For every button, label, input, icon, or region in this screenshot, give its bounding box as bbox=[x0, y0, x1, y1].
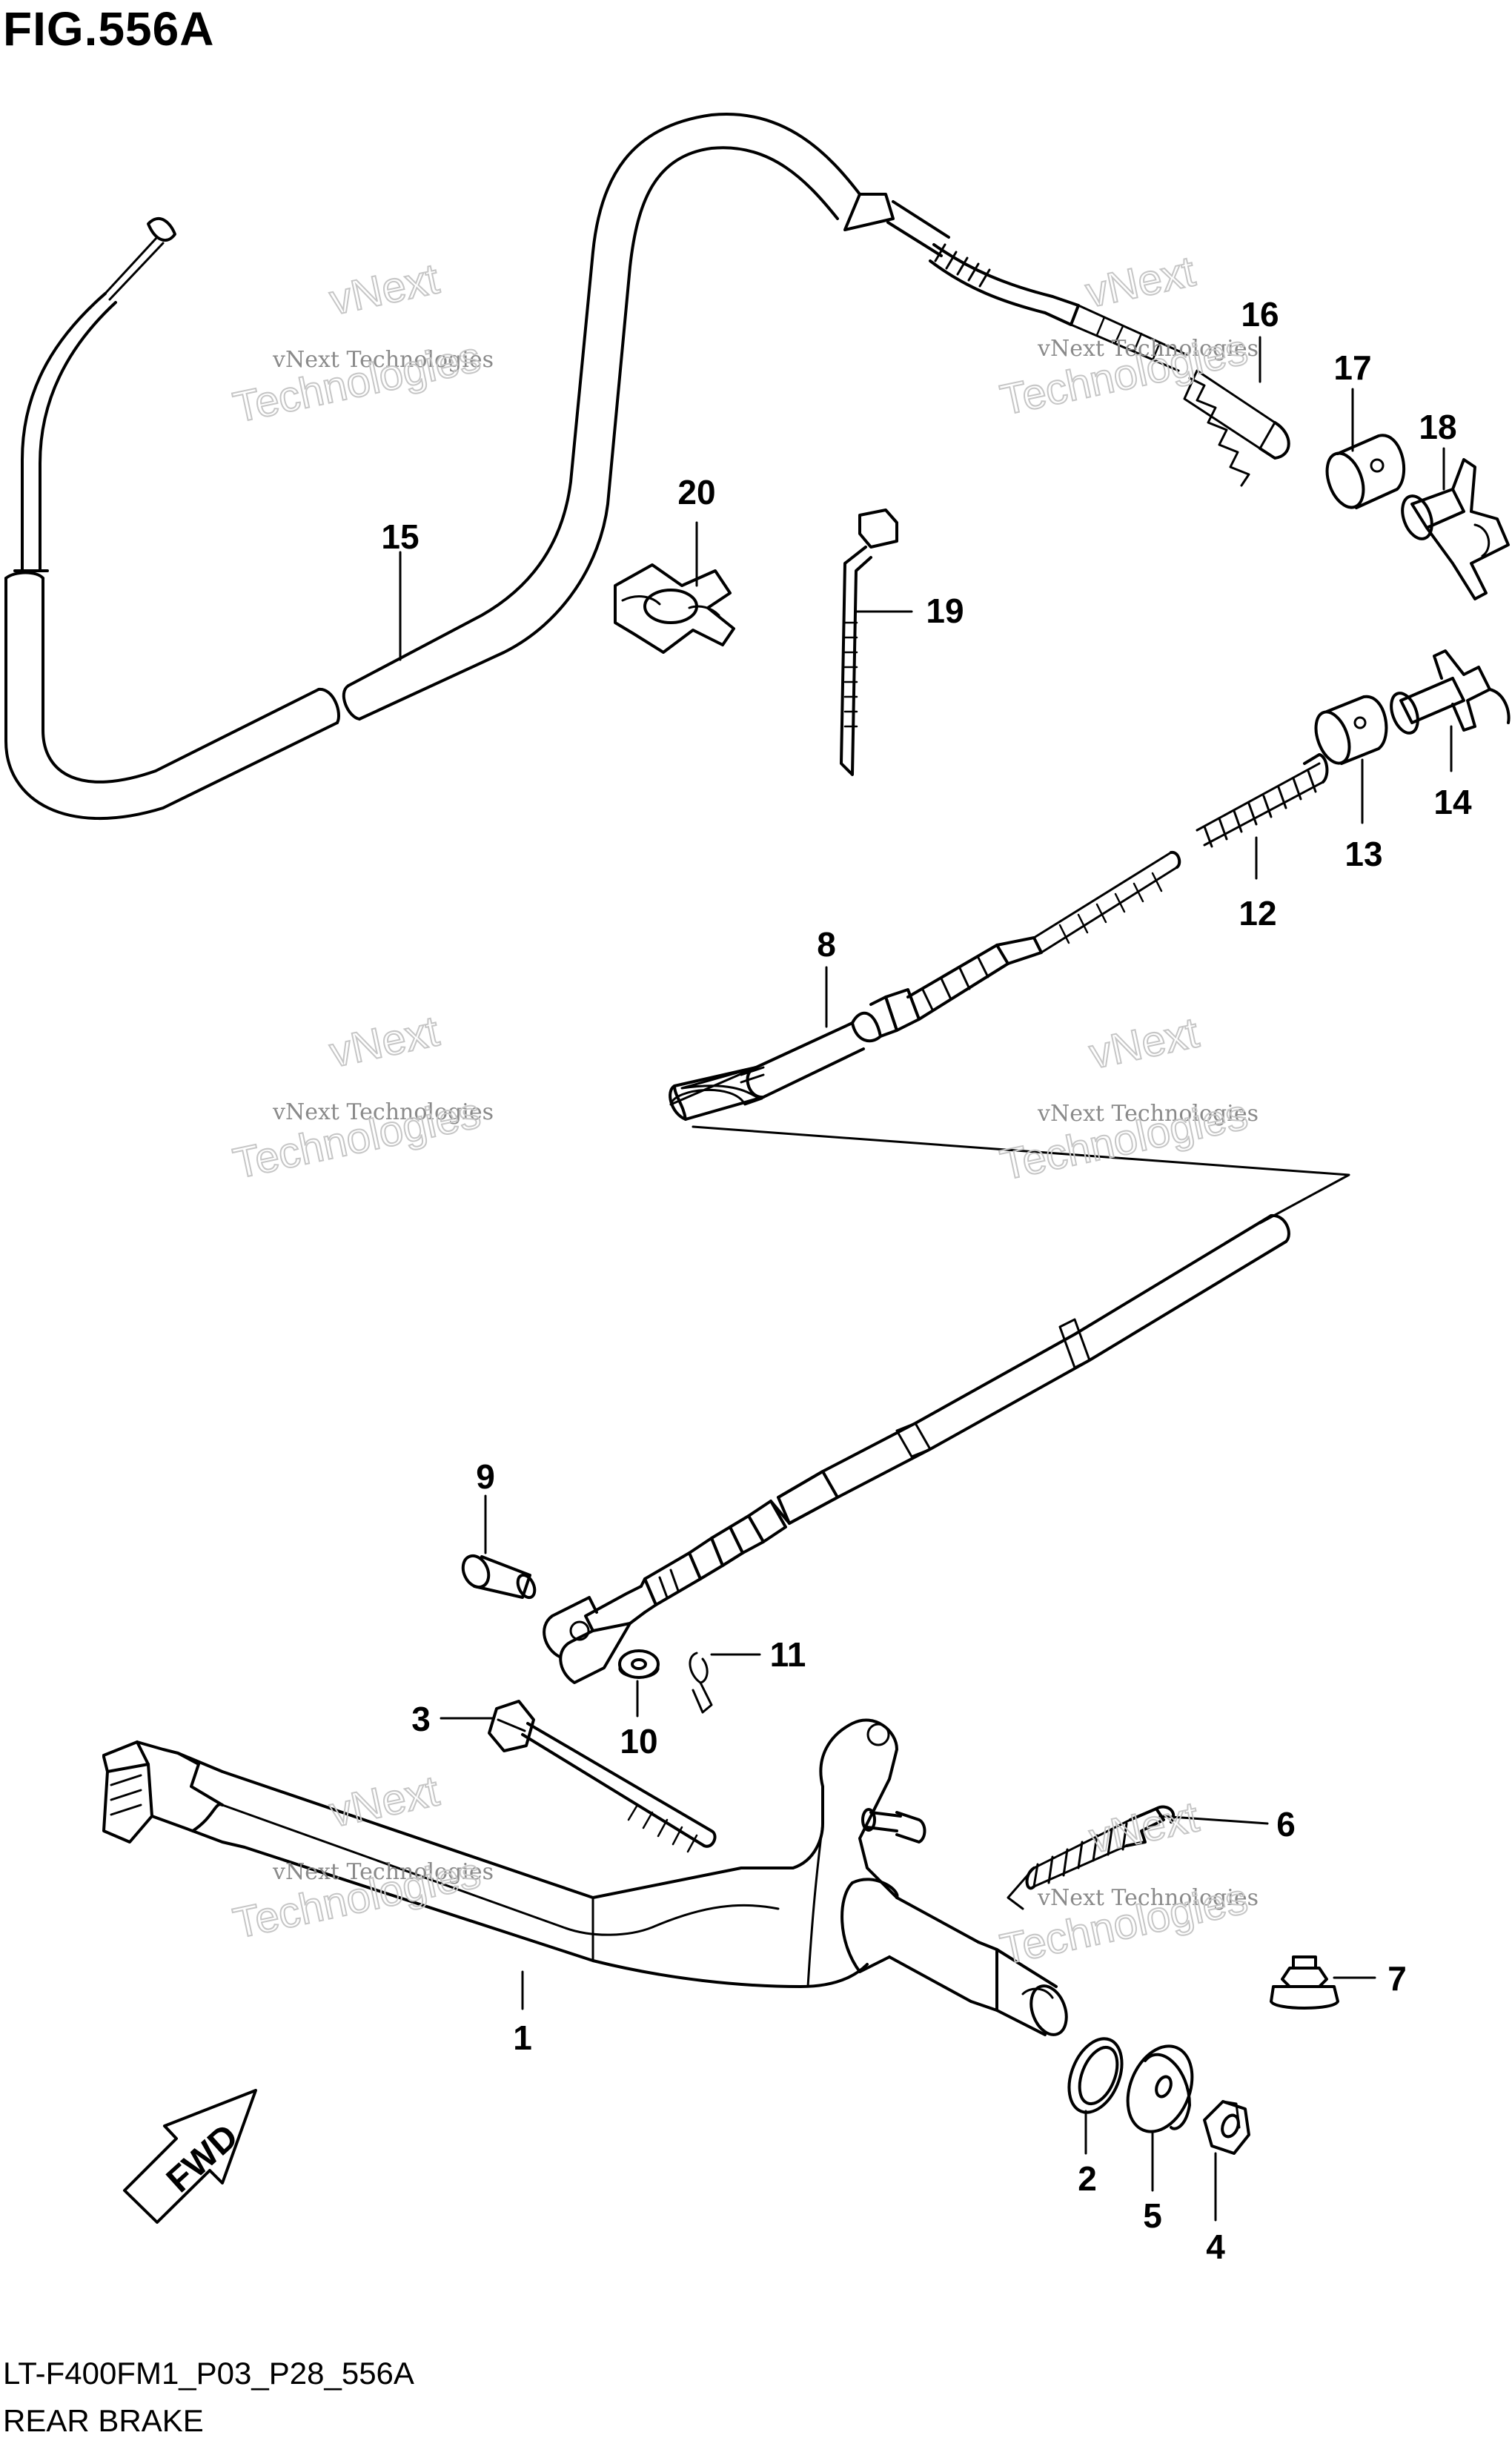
part-number-20: 20 bbox=[677, 473, 715, 511]
part-14-joint bbox=[1390, 649, 1511, 735]
part-number-8: 8 bbox=[817, 925, 836, 964]
part-15-cable bbox=[4, 112, 1187, 820]
part-4-nut bbox=[1203, 2100, 1250, 2155]
part-number-5: 5 bbox=[1143, 2196, 1162, 2235]
part-number-14: 14 bbox=[1433, 783, 1472, 821]
part-number-19: 19 bbox=[926, 592, 964, 630]
leader-lines bbox=[399, 336, 1453, 2222]
watermark-outline: vNext bbox=[325, 254, 443, 324]
part-1-brake-pedal bbox=[102, 1718, 1068, 2036]
watermark-outline: vNext bbox=[1085, 1792, 1203, 1862]
fwd-label: FWD bbox=[159, 2117, 246, 2201]
watermark-line: vNext Technologies bbox=[272, 347, 494, 373]
part-19-cable-tie bbox=[840, 509, 898, 776]
part-number-11: 11 bbox=[770, 1635, 806, 1674]
figure-caption: REAR BRAKE bbox=[3, 2403, 204, 2438]
figure-code: LT-F400FM1_P03_P28_556A bbox=[3, 2356, 414, 2391]
part-16-spring bbox=[1183, 369, 1290, 487]
watermark-outline: vNext bbox=[325, 1007, 443, 1076]
part-number-2: 2 bbox=[1078, 2159, 1097, 2198]
part-13-sleeve bbox=[1314, 695, 1388, 765]
watermark-outline: vNext bbox=[1085, 1008, 1203, 1078]
watermark-line: vNext Technologies bbox=[272, 1099, 494, 1125]
watermark-outline: vNext bbox=[325, 1766, 443, 1836]
part-number-1: 1 bbox=[513, 2018, 532, 2057]
leader-6 bbox=[1158, 1815, 1269, 1825]
part-number-12: 12 bbox=[1239, 894, 1276, 933]
part-18-joint bbox=[1401, 458, 1510, 600]
part-5-washer bbox=[1126, 2044, 1194, 2133]
part-number-7: 7 bbox=[1387, 1959, 1407, 1998]
part-number-13: 13 bbox=[1344, 835, 1382, 873]
part-12-spring bbox=[1196, 753, 1329, 848]
watermark-group: vNext Technologies vNext Technologies vN… bbox=[228, 246, 1259, 1974]
watermark-line: vNext Technologies bbox=[1037, 336, 1259, 362]
part-number-9: 9 bbox=[476, 1457, 495, 1496]
part-number-3: 3 bbox=[411, 1700, 431, 1738]
part-20-clamp bbox=[614, 563, 735, 654]
watermark-line: vNext Technologies bbox=[272, 1859, 494, 1885]
part-17-sleeve bbox=[1325, 434, 1406, 509]
figure-title: FIG.556A bbox=[3, 2, 215, 56]
part-9-pin bbox=[461, 1554, 537, 1600]
watermark-line: vNext Technologies bbox=[1037, 1885, 1259, 1911]
part-11-cotter-pin bbox=[689, 1652, 713, 1714]
watermark-line: vNext Technologies bbox=[1037, 1101, 1259, 1127]
part-number-17: 17 bbox=[1333, 348, 1371, 387]
part-10-washer bbox=[618, 1649, 660, 1679]
part-numbers: 15 20 19 16 17 18 14 13 12 8 9 10 11 3 6… bbox=[381, 295, 1472, 2266]
part-number-18: 18 bbox=[1419, 408, 1456, 446]
part-number-6: 6 bbox=[1276, 1805, 1296, 1844]
watermark-outline: vNext bbox=[1081, 247, 1199, 317]
part-2-o-ring bbox=[1067, 2037, 1124, 2114]
part-8-cable bbox=[543, 850, 1350, 1684]
fwd-arrow-icon bbox=[123, 2089, 257, 2224]
part-3-bolt bbox=[488, 1700, 717, 1853]
part-6-return-spring bbox=[1007, 1805, 1176, 1910]
part-number-4: 4 bbox=[1206, 2228, 1225, 2266]
part-7-grease-nipple bbox=[1270, 1955, 1339, 2010]
part-number-16: 16 bbox=[1241, 295, 1279, 334]
part-number-15: 15 bbox=[381, 517, 419, 556]
part-number-10: 10 bbox=[620, 1722, 657, 1761]
